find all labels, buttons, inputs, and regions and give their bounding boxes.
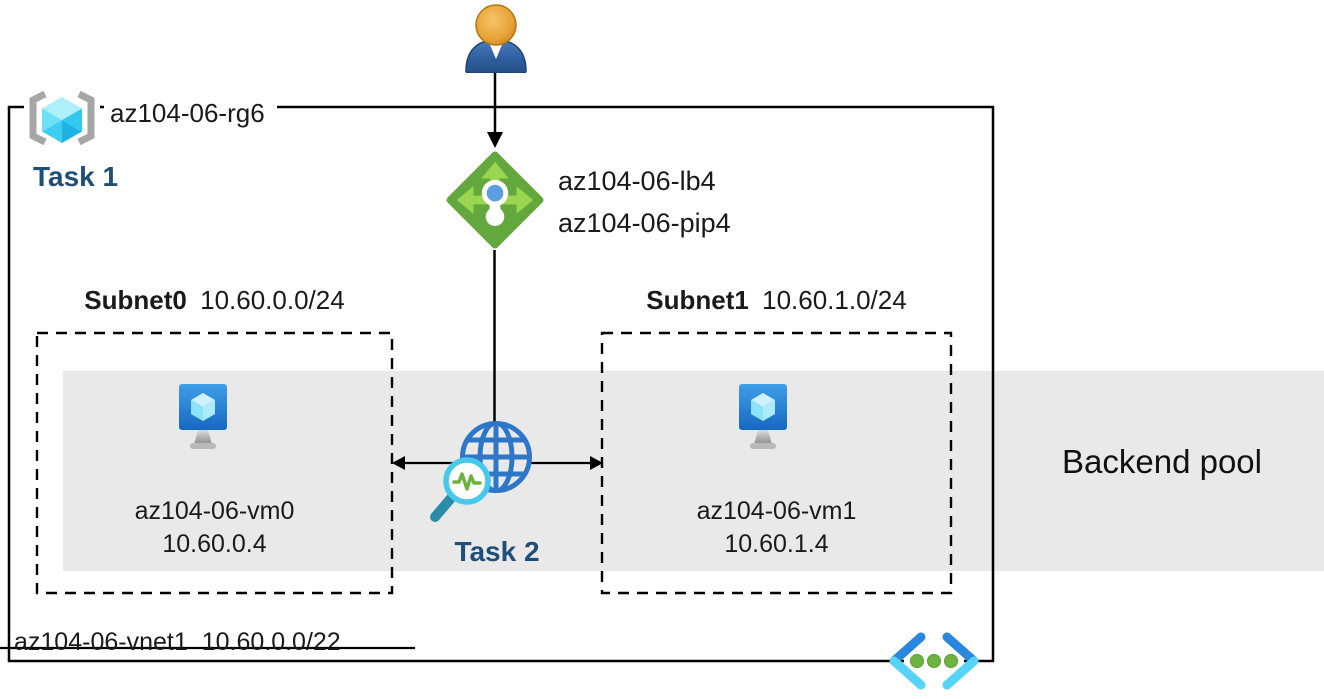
virtual-machine-icon-vm1 [739, 384, 787, 449]
virtual-machine-icon-vm0 [179, 384, 227, 449]
vnet-label: az104-06-vnet1 10.60.0.0/22 [14, 628, 341, 657]
vm1-ip-label: 10.60.1.4 [724, 530, 829, 558]
public-ip-name-label: az104-06-pip4 [558, 208, 731, 238]
globe-health-probe-icon [430, 421, 532, 522]
vm1-name-label: az104-06-vm1 [696, 497, 857, 525]
load-balancer-name-label: az104-06-lb4 [558, 166, 716, 196]
resource-group-cube-icon [24, 90, 100, 148]
backend-pool-band [63, 371, 1324, 571]
subnet0-label: Subnet0 10.60.0.0/24 [37, 285, 392, 316]
resource-group-box [7, 105, 995, 663]
subnet1-label: Subnet1 10.60.1.0/24 [602, 285, 951, 316]
subnet1-name: Subnet1 [646, 285, 749, 315]
vm0-name-label: az104-06-vm0 [134, 497, 295, 525]
subnet0-cidr: 10.60.0.0/24 [200, 285, 345, 315]
virtual-network-icon [889, 632, 979, 690]
user-to-lb-arrow [487, 73, 503, 148]
backend-pool-label: Backend pool [1062, 443, 1262, 480]
user-icon [465, 4, 527, 73]
vnet-cidr: 10.60.0.0/22 [201, 628, 341, 656]
subnet1-cidr: 10.60.1.0/24 [762, 285, 907, 315]
resource-group-label: az104-06-rg6 [104, 96, 277, 133]
vnet-name: az104-06-vnet1 [14, 628, 188, 656]
task1-label: Task 1 [33, 161, 119, 192]
task2-label: Task 2 [454, 536, 540, 567]
vm0-ip-label: 10.60.0.4 [162, 530, 267, 558]
subnet0-name: Subnet0 [84, 285, 187, 315]
load-balancer-icon [446, 151, 544, 249]
